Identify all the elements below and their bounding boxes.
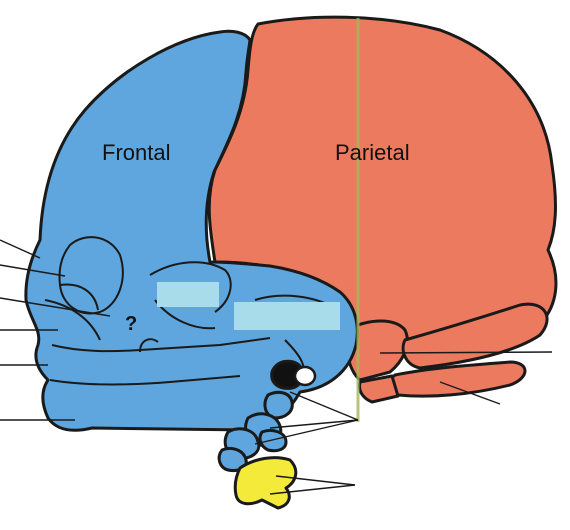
leader-line xyxy=(269,484,356,495)
leader-line xyxy=(269,419,359,429)
styloid-segment-1 xyxy=(263,390,294,420)
leader-line xyxy=(254,419,359,445)
leader-line xyxy=(379,351,553,354)
orbit-outline xyxy=(58,236,124,315)
leader-line xyxy=(0,297,111,317)
label-frontal: Frontal xyxy=(102,140,170,165)
leader-line xyxy=(275,475,356,486)
answer-box-2[interactable] xyxy=(234,302,340,330)
frontal-bone xyxy=(24,29,359,432)
answer-box-1[interactable] xyxy=(157,282,219,307)
hyoid-bone xyxy=(233,456,298,510)
label-parietal: Parietal xyxy=(335,140,410,165)
external-ear-canal xyxy=(293,365,317,387)
leader-line xyxy=(289,391,359,421)
question-mark: ? xyxy=(125,313,137,335)
occipital-base-region xyxy=(388,360,527,398)
leader-line xyxy=(439,381,501,405)
leader-line xyxy=(0,264,66,277)
leader-line xyxy=(0,239,41,259)
mastoid-region xyxy=(358,374,400,404)
styloid-segment-5 xyxy=(258,428,288,453)
